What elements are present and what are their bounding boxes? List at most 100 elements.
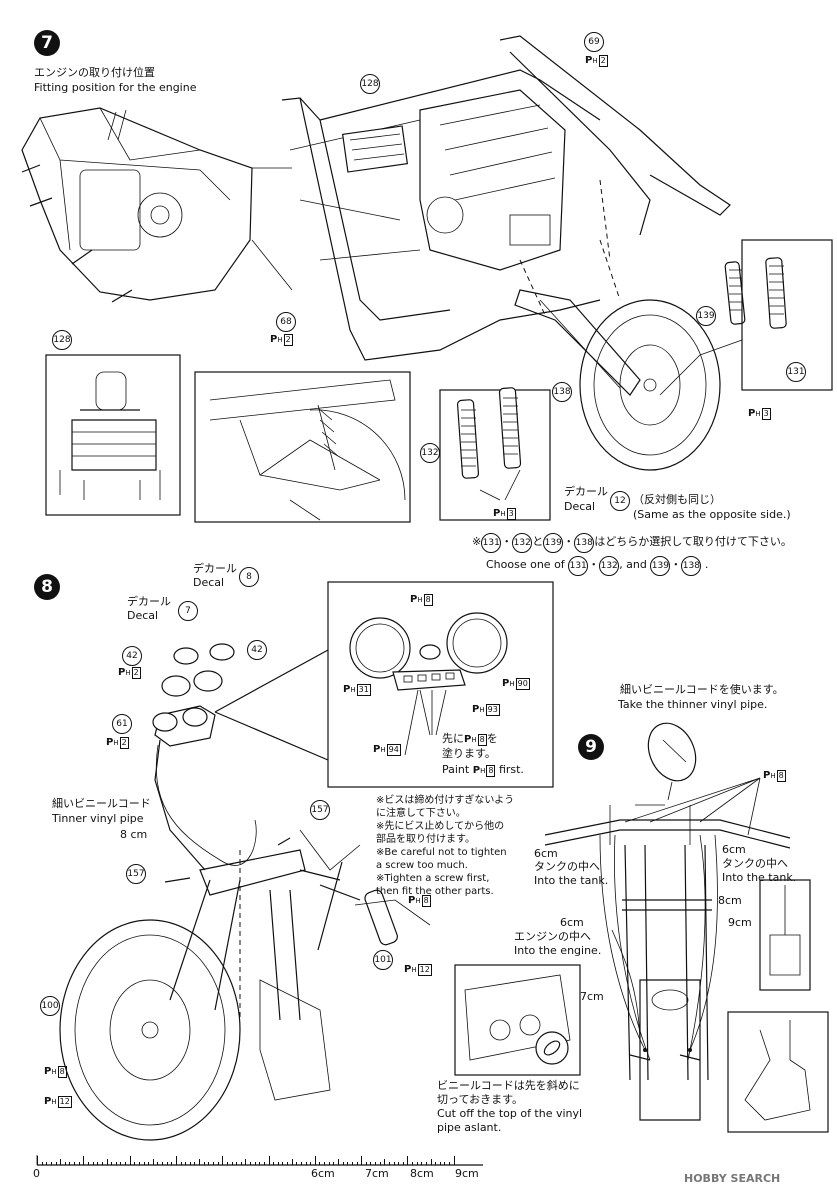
ruler-tick xyxy=(125,1162,126,1165)
step-number-7: 7 xyxy=(34,30,60,56)
ruler-tick xyxy=(152,1159,154,1165)
ruler-6cm-label: 6cm xyxy=(311,1167,335,1180)
ruler-tick xyxy=(314,1156,316,1165)
ruler-tick xyxy=(296,1162,298,1165)
ruler-tick xyxy=(240,1162,242,1165)
ruler-tick xyxy=(439,1162,441,1165)
choose-note-en: Choose one of 131・132, and 139・138 . xyxy=(486,556,708,576)
ruler-tick xyxy=(50,1162,52,1165)
ruler-tick xyxy=(250,1162,251,1165)
ruler-tick xyxy=(435,1162,437,1165)
ruler-tick xyxy=(162,1162,163,1165)
ruler-tick xyxy=(365,1162,367,1165)
radiator-detail-inset xyxy=(45,354,181,516)
caliper-detail-boxes xyxy=(727,879,829,1133)
ruler-tick xyxy=(46,1162,48,1165)
opposite-side-en: (Same as the opposite side.) xyxy=(633,508,791,521)
ruler-tick xyxy=(384,1159,386,1165)
ruler-tick xyxy=(263,1162,265,1165)
ruler-tick xyxy=(143,1162,145,1165)
engine-position-frame-drawing xyxy=(21,107,253,303)
main-frame-drawing xyxy=(281,35,833,471)
rear-shocks-132-138 xyxy=(439,387,551,521)
thin-pipe-jp: 細いビニールコードを使います。 xyxy=(620,683,784,696)
part-68-label: 68 xyxy=(276,312,296,332)
ruler-tick xyxy=(268,1156,270,1165)
ruler-tick xyxy=(412,1162,413,1165)
ruler-tick xyxy=(375,1162,376,1165)
ruler-tick xyxy=(277,1162,279,1165)
decal-12-jp: デカール xyxy=(564,485,608,498)
engine-length: 6cm xyxy=(560,916,584,929)
ruler-tick xyxy=(64,1162,66,1165)
ruler-tick xyxy=(212,1162,214,1165)
ruler-tick xyxy=(55,1162,57,1165)
cut-note-jp-1: ビニールコードは先を斜めに xyxy=(437,1079,580,1092)
ruler-tick xyxy=(328,1162,330,1165)
ruler-tick xyxy=(259,1162,261,1165)
ruler-tick xyxy=(69,1162,71,1165)
part-100-label: 100 xyxy=(40,996,60,1016)
decal-7-number: 7 xyxy=(178,601,198,621)
wiring-front-view-drawing xyxy=(544,722,791,1121)
ruler-tick xyxy=(444,1162,446,1165)
opposite-side-jp: （反対側も同じ） xyxy=(633,493,721,506)
ruler-tick xyxy=(254,1162,256,1165)
decal-12-en: Decal xyxy=(564,500,596,513)
part-131-label: 131 xyxy=(786,362,806,382)
gauge-assembly-drawing xyxy=(152,643,235,747)
decal-8-number: 8 xyxy=(239,567,259,587)
part-69-label: 69 xyxy=(584,32,604,52)
part-139-label: 139 xyxy=(696,306,716,326)
ruler-tick xyxy=(134,1162,136,1165)
ruler-tick xyxy=(226,1162,228,1165)
decal-7-en: Decal xyxy=(127,609,159,622)
step-number-9: 9 xyxy=(578,734,604,760)
engine-en: Into the engine. xyxy=(514,944,602,957)
ruler-tick xyxy=(398,1162,400,1165)
ruler-tick xyxy=(287,1162,288,1165)
vinyl-pipe-en: Tinner vinyl pipe xyxy=(52,812,144,825)
ruler-tick xyxy=(300,1162,302,1165)
ruler-tick xyxy=(356,1162,358,1165)
cut-note-en-1: Cut off the top of the vinyl xyxy=(437,1107,583,1120)
left-tank-length: 6cm xyxy=(534,847,558,860)
part-101-label: 101 xyxy=(373,950,393,970)
ruler-tick xyxy=(310,1162,312,1165)
ruler-tick xyxy=(175,1156,177,1165)
ruler-tick xyxy=(407,1156,409,1165)
ruler-tick xyxy=(106,1159,108,1165)
left-tank-jp: タンクの中へ xyxy=(534,860,600,873)
ruler-tick xyxy=(453,1156,455,1165)
ruler-tick xyxy=(361,1156,363,1165)
ruler-tick xyxy=(60,1159,62,1165)
ruler-tick xyxy=(282,1162,284,1165)
engine-fit-note-jp: エンジンの取り付け位置 xyxy=(34,66,155,79)
vinyl-pipe-length: 8 cm xyxy=(120,828,148,841)
callout-lines xyxy=(251,167,293,291)
ruler-tick xyxy=(157,1162,159,1165)
ruler-tick xyxy=(111,1162,113,1165)
ruler-tick xyxy=(166,1162,168,1165)
ruler-9cm-label: 9cm xyxy=(455,1167,479,1180)
vinyl-pipe-jp: 細いビニールコード xyxy=(52,797,151,810)
ruler-tick xyxy=(203,1162,205,1165)
ruler-tick xyxy=(171,1162,173,1165)
ruler-tick xyxy=(333,1162,335,1165)
ruler-tick xyxy=(120,1162,122,1165)
ruler-tick xyxy=(78,1162,80,1165)
gauge-detail-box xyxy=(214,581,554,788)
ruler-tick xyxy=(402,1162,404,1165)
ruler-tick xyxy=(138,1162,140,1165)
ruler-tick xyxy=(37,1156,38,1165)
